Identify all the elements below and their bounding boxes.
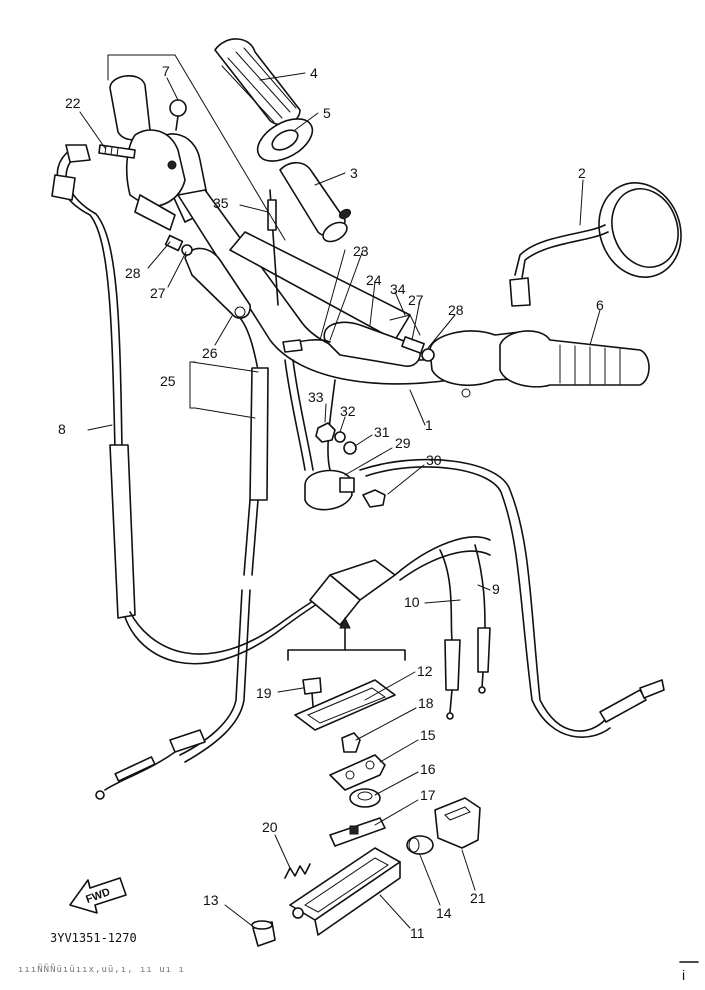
spring-20 (284, 863, 311, 879)
callout-11: 11 (410, 925, 425, 941)
callout-21: 21 (470, 890, 486, 906)
callout-16: 16 (420, 761, 436, 777)
adjuster-left-27-28 (164, 234, 193, 256)
callout-33: 33 (308, 389, 324, 405)
clutch-cable-25 (95, 317, 269, 800)
callout-27-right: 27 (408, 292, 424, 308)
nut-33 (315, 422, 336, 443)
grip-ring-5 (256, 118, 314, 162)
left-switch-housing (125, 129, 186, 231)
callout-28-left: 28 (125, 265, 141, 281)
spring-washer-32 (334, 431, 346, 443)
callout-17: 17 (420, 787, 436, 803)
nut-18 (341, 732, 361, 753)
scan-footer: ıııÑÑÑüıüııx,uü,ı, ıı uı ı (18, 964, 185, 975)
explode-arrow (287, 616, 406, 661)
callout-6: 6 (596, 297, 604, 313)
callout-26: 26 (202, 345, 218, 361)
joint-plate-15 (329, 754, 386, 791)
callout-23: 23 (353, 243, 369, 259)
throttle-sleeve-3 (279, 161, 352, 243)
callout-32: 32 (340, 403, 356, 419)
cable-band-35 (267, 189, 279, 306)
lever-cover-26 (184, 247, 251, 319)
fwd-arrow-icon: FWD (69, 877, 127, 914)
cable-clamp-29 (304, 469, 355, 511)
callout-labels: 1 2 3 4 5 6 7 8 9 10 11 12 13 14 15 16 1… (58, 63, 604, 941)
callout-25: 25 (160, 373, 176, 389)
collar-14 (406, 835, 434, 855)
callout-24: 24 (366, 272, 382, 288)
brake-cable-8 (51, 144, 363, 665)
callout-31: 31 (374, 424, 390, 440)
callout-13: 13 (203, 892, 219, 908)
callout-10: 10 (404, 594, 420, 610)
slider-17 (329, 817, 386, 847)
callout-1: 1 (425, 417, 433, 433)
cable-junction (309, 536, 491, 720)
adjuster-right-27-28 (282, 336, 435, 362)
callout-35: 35 (213, 195, 229, 211)
callout-22: 22 (65, 95, 81, 111)
pulley-16 (349, 788, 381, 808)
drawing-code: 3YV1351-1270 (50, 931, 137, 945)
end-cap-13 (251, 920, 276, 947)
screw-19 (302, 677, 322, 707)
washer-31 (343, 441, 357, 455)
callout-19: 19 (256, 685, 272, 701)
callout-14: 14 (436, 905, 452, 921)
callout-27-left: 27 (150, 285, 166, 301)
callout-28-right: 28 (448, 302, 464, 318)
callout-8: 8 (58, 421, 66, 437)
corner-mark: i (682, 967, 685, 983)
grip-4 (214, 38, 301, 126)
joint-case-11 (289, 847, 401, 936)
adjuster-bolt-22 (98, 144, 136, 159)
callout-3: 3 (350, 165, 358, 181)
callout-5: 5 (323, 105, 331, 121)
callout-29: 29 (395, 435, 411, 451)
callout-4: 4 (310, 65, 318, 81)
callout-12: 12 (417, 663, 433, 679)
callout-30: 30 (426, 452, 442, 468)
callout-15: 15 (420, 727, 436, 743)
callout-20: 20 (262, 819, 278, 835)
rubber-cover-21 (434, 797, 481, 849)
callout-18: 18 (418, 695, 434, 711)
joint-cover-12 (294, 679, 396, 731)
callout-34: 34 (390, 281, 406, 297)
callout-9: 9 (492, 581, 500, 597)
throttle-cable-run (284, 359, 665, 738)
grip-6 (499, 330, 650, 388)
callout-7: 7 (162, 63, 170, 79)
clamp-bolt-30 (362, 489, 386, 508)
bolt-knob-7 (169, 99, 187, 131)
callout-2: 2 (578, 165, 586, 181)
mirror-2 (509, 182, 682, 307)
leader-lines (79, 54, 601, 929)
